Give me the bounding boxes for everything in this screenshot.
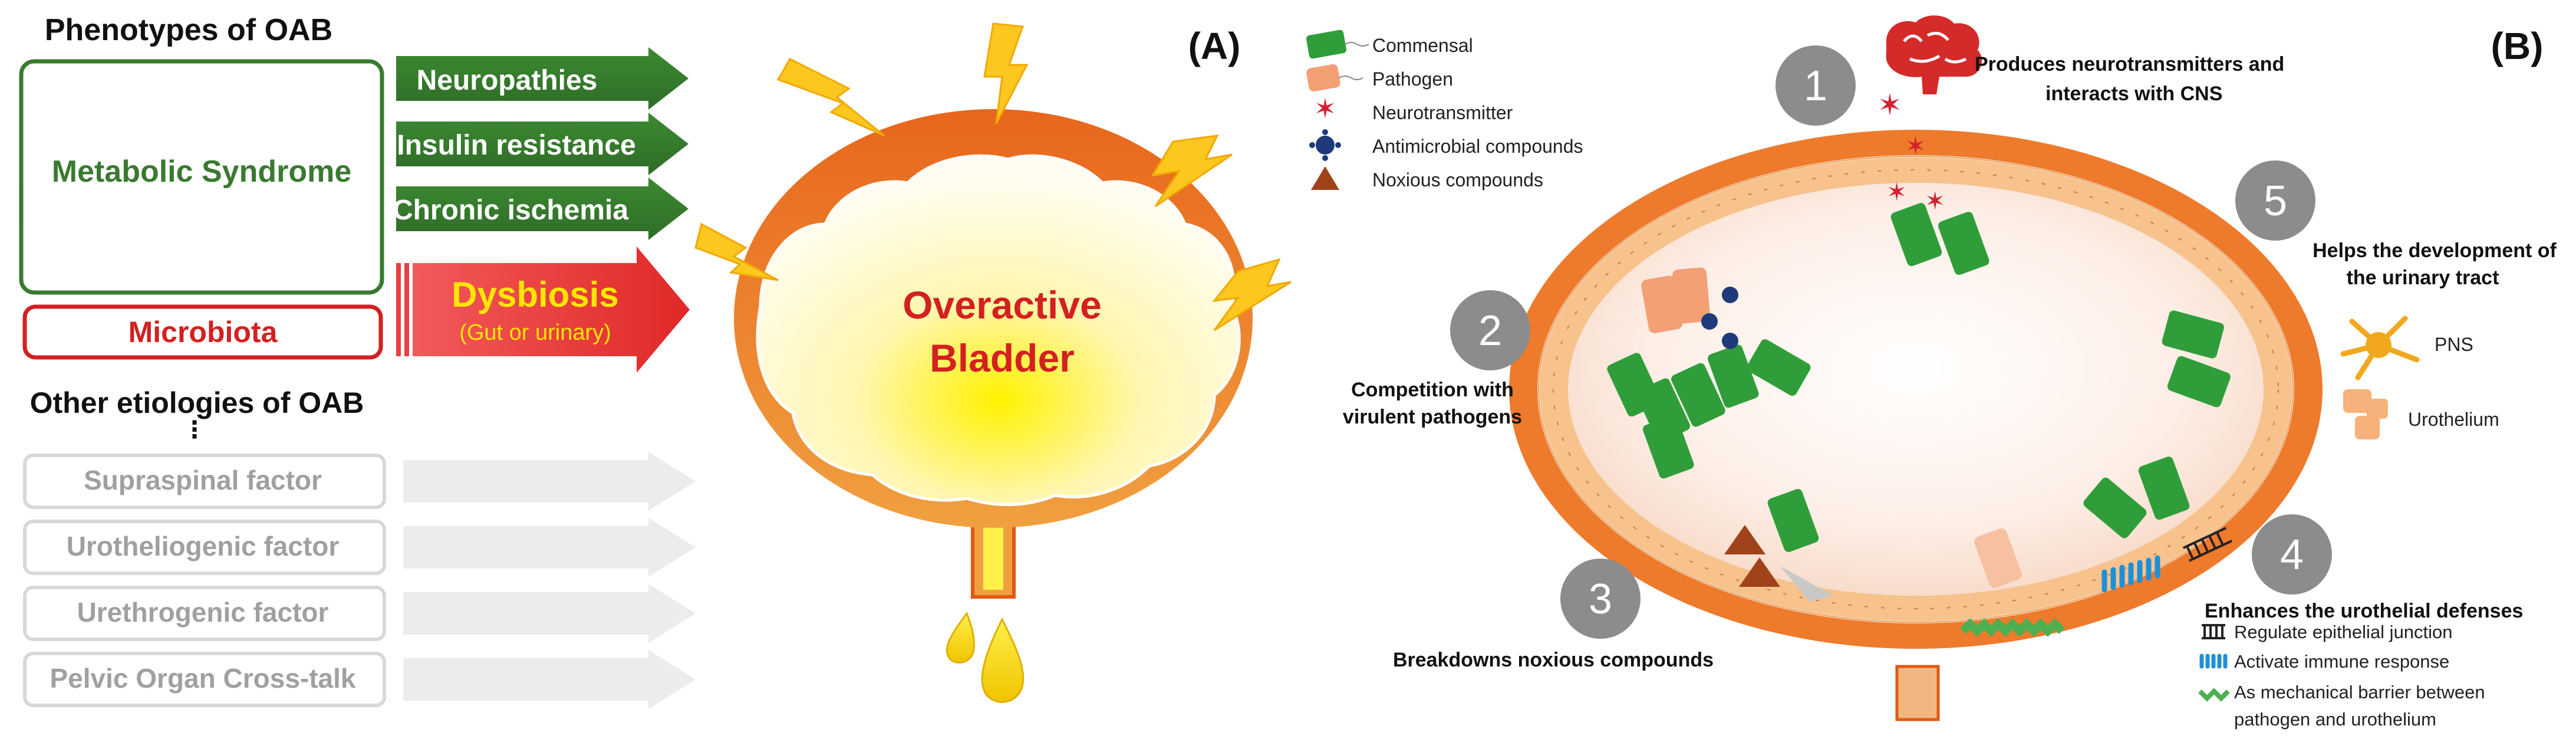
other-etiologies-title: Other etiologies of OAB	[30, 386, 364, 419]
item-text: virulent pathogens	[1343, 406, 1522, 428]
neurotransmitter-markers: ✶ ✶ ✶ ✶	[1877, 88, 1945, 215]
item-2: 2 Competition with virulent pathogens	[1343, 290, 1530, 428]
other-factor-3: Urethrogenic factor	[23, 584, 696, 643]
svg-text:Activate immune response: Activate immune response	[2234, 651, 2449, 672]
svg-text:Noxious compounds: Noxious compounds	[1372, 169, 1543, 191]
green-arrow-3: Chronic ischemia	[393, 178, 689, 240]
antimicrobial-markers	[1701, 287, 1738, 349]
svg-text:Commensal: Commensal	[1372, 35, 1473, 56]
panel-a-label: (A)	[1188, 25, 1241, 67]
urothelium-icon: Urothelium	[2343, 389, 2499, 439]
dysbiosis-arrow: Dysbiosis (Gut or urinary)	[396, 247, 690, 373]
item-text: Breakdowns noxious compounds	[1393, 649, 1714, 671]
item-text: Competition with	[1351, 379, 1514, 401]
arrow-label-chronic-ischemia: Chronic ischemia	[393, 195, 628, 226]
lightning-icon	[1212, 258, 1292, 331]
item-text: Helps the development of	[2313, 239, 2557, 262]
ellipsis: ⋮	[183, 417, 206, 443]
item-number: 1	[1804, 63, 1827, 110]
svg-text:✶: ✶	[1877, 88, 1902, 121]
green-arrow-2: Insulin resistance	[396, 113, 689, 175]
immune-response-icon	[2199, 654, 2228, 669]
defenses-legend: Regulate epithelial junction Activate im…	[2198, 622, 2485, 730]
lightning-icon	[1151, 134, 1233, 208]
pathogen-bacteria	[1641, 267, 2022, 588]
other-factor-label: Urethrogenic factor	[77, 597, 329, 628]
metabolic-syndrome-label: Metabolic Syndrome	[52, 155, 352, 189]
svg-text:✶: ✶	[1905, 132, 1926, 160]
other-factor-1: Supraspinal factor	[23, 452, 696, 511]
panel-a: Phenotypes of OAB Metabolic Syndrome Mic…	[19, 13, 1292, 709]
green-arrow-1: Neuropathies	[396, 47, 689, 110]
commensal-bacteria	[1607, 203, 2231, 552]
svg-text:pathogen and urothelium: pathogen and urothelium	[2234, 709, 2436, 730]
item-text: interacts with CNS	[2045, 83, 2222, 105]
svg-text:✶: ✶	[1886, 178, 1907, 206]
item-5: 5 Helps the development of the urinary t…	[2235, 160, 2557, 289]
bladder-lumen-b	[1568, 183, 2264, 596]
item-number: 4	[2280, 531, 2304, 579]
urine-drop-icon	[981, 617, 1025, 703]
item-text: the urinary tract	[2347, 267, 2499, 289]
svg-text:✶: ✶	[1925, 187, 1945, 215]
arrow-label-insulin-resistance: Insulin resistance	[397, 130, 636, 161]
svg-text:Regulate epithelial junction: Regulate epithelial junction	[2234, 622, 2453, 642]
noxious-icon	[1311, 166, 1339, 190]
epithelial-junction-marker	[2182, 527, 2233, 562]
bladder-lumen	[756, 154, 1241, 507]
legend-commensal: Commensal	[1306, 29, 1473, 59]
brain-icon	[1886, 15, 1982, 94]
item-number: 5	[2264, 178, 2287, 225]
item-text: Enhances the urothelial defenses	[2205, 600, 2523, 622]
svg-text:Antimicrobial compounds: Antimicrobial compounds	[1372, 136, 1583, 157]
pns-neuron-icon: PNS	[2340, 316, 2473, 380]
bladder-label-line2: Bladder	[930, 336, 1075, 380]
microbiota-box	[22, 304, 383, 360]
arrow-label-neuropathies: Neuropathies	[417, 65, 598, 96]
legend-antimicrobial: Antimicrobial compounds	[1309, 129, 1583, 161]
noxious-markers	[1724, 525, 1833, 602]
lightning-icon	[694, 222, 779, 281]
microbiota-label: Microbiota	[129, 316, 278, 349]
other-factor-4: Pelvic Organ Cross-talk	[23, 650, 696, 709]
metabolic-syndrome-box	[19, 59, 384, 295]
other-factor-label: Urotheliogenic factor	[67, 531, 340, 561]
legend-noxious: Noxious compounds	[1311, 166, 1543, 191]
urothelium-label: Urothelium	[2408, 409, 2499, 430]
item-4: 4 Enhances the urothelial defenses	[2205, 514, 2523, 622]
item-3: 3 Breakdowns noxious compounds	[1393, 559, 1714, 671]
other-factor-2: Urotheliogenic factor	[23, 518, 696, 577]
svg-text:As mechanical barrier between: As mechanical barrier between	[2234, 682, 2485, 702]
bladder-label-line1: Overactive	[902, 283, 1102, 327]
dysbiosis-label: Dysbiosis	[452, 275, 618, 314]
immune-response-markers	[2101, 555, 2160, 593]
mechanical-barrier-layer	[1960, 618, 2065, 637]
item-number: 3	[1589, 576, 1612, 623]
panel-a-title: Phenotypes of OAB	[45, 13, 332, 47]
neurotransmitter-icon: ✶	[1314, 93, 1337, 124]
other-factor-label: Pelvic Organ Cross-talk	[50, 663, 356, 694]
item-1: 1 Produces neurotransmitters and interac…	[1775, 45, 2284, 126]
legend-pathogen: Pathogen	[1306, 64, 1453, 92]
antimicrobial-icon	[1316, 136, 1335, 155]
svg-text:Neurotransmitter: Neurotransmitter	[1372, 102, 1513, 123]
lightning-icon	[776, 58, 885, 137]
epithelial-junction-icon	[2202, 624, 2225, 639]
lightning-icon	[983, 22, 1029, 124]
panel-b-label: (B)	[2491, 25, 2544, 67]
mechanical-barrier-icon	[2198, 688, 2230, 702]
legend-neurotransmitter: ✶ Neurotransmitter	[1314, 93, 1513, 124]
item-text: Produces neurotransmitters and	[1975, 53, 2284, 75]
overactive-bladder-illustration: Overactive Bladder	[694, 22, 1292, 703]
pns-label: PNS	[2435, 334, 2473, 355]
dysbiosis-sublabel: (Gut or urinary)	[459, 320, 611, 345]
legend: Commensal Pathogen ✶ Neurotransmitter An…	[1306, 29, 1583, 191]
svg-text:Pathogen: Pathogen	[1372, 68, 1453, 90]
panel-b: (B) Commensal Pathogen ✶ Neurotransmitte…	[1306, 15, 2557, 730]
urine-drop-icon	[946, 611, 975, 664]
item-number: 2	[1478, 307, 1502, 354]
other-factor-label: Supraspinal factor	[84, 465, 322, 495]
